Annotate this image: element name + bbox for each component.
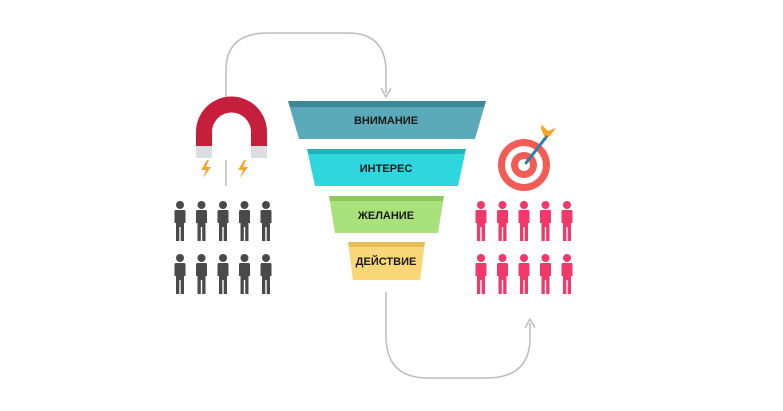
curved-arrow-bottom — [385, 292, 530, 379]
person-icon — [174, 201, 186, 241]
funnel-stage-attention: ВНИМАНИЕ — [288, 101, 486, 139]
prospects-crowd — [174, 201, 272, 294]
curved-arrow-top — [225, 32, 386, 99]
magnet-icon — [196, 96, 267, 186]
person-icon — [239, 201, 250, 241]
funnel-stage-desire: ЖЕЛАНИЕ — [329, 196, 444, 233]
person-icon — [497, 201, 508, 241]
person-icon — [217, 254, 229, 294]
person-icon — [260, 254, 272, 294]
person-icon — [518, 201, 530, 241]
stage-label-attention: ВНИМАНИЕ — [354, 115, 418, 127]
target-icon — [498, 124, 557, 191]
funnel: ВНИМАНИЕ ИНТЕРЕС ЖЕЛАНИЕ ДЕЙСТВИЕ — [288, 101, 486, 280]
person-icon — [561, 201, 573, 241]
person-icon — [174, 254, 186, 294]
person-icon — [497, 254, 508, 294]
stage-label-action: ДЕЙСТВИЕ — [356, 255, 417, 268]
person-icon — [239, 254, 250, 294]
funnel-stage-action: ДЕЙСТВИЕ — [348, 242, 425, 280]
person-icon — [540, 254, 551, 294]
person-icon — [196, 254, 207, 294]
funnel-stage-interest: ИНТЕРЕС — [307, 149, 466, 186]
person-icon — [217, 201, 229, 241]
stage-label-desire: ЖЕЛАНИЕ — [357, 210, 414, 222]
customers-crowd — [475, 201, 573, 294]
person-icon — [196, 201, 207, 241]
person-icon — [518, 254, 530, 294]
person-icon — [540, 201, 551, 241]
person-icon — [475, 254, 487, 294]
person-icon — [260, 201, 272, 241]
person-icon — [475, 201, 487, 241]
stage-label-interest: ИНТЕРЕС — [360, 163, 413, 175]
person-icon — [561, 254, 573, 294]
